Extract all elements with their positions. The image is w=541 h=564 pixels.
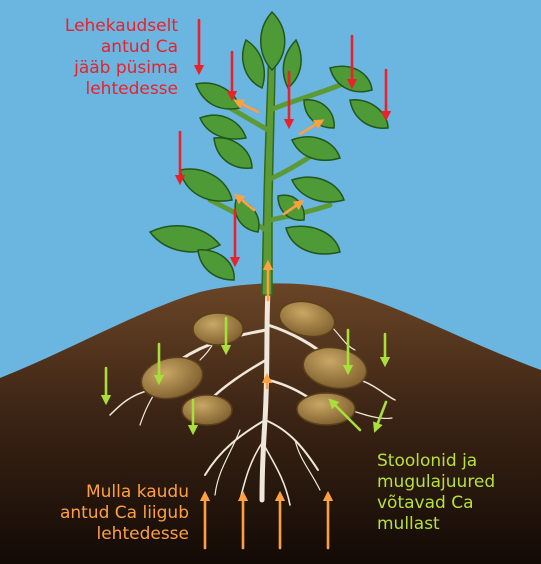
foliar-arrows — [174, 18, 392, 268]
plant-leaves — [148, 10, 389, 281]
leaf — [197, 249, 235, 281]
arrow-orange-icon — [233, 193, 256, 212]
tuber — [278, 300, 336, 338]
arrow-orange-icon — [233, 99, 260, 114]
leaf — [303, 99, 335, 129]
leaf — [148, 225, 222, 253]
tuber — [296, 392, 356, 426]
tubers — [140, 300, 368, 426]
arrow-orange-icon — [298, 119, 325, 136]
leaf — [199, 114, 247, 140]
stolon-uptake-arrows — [100, 316, 391, 436]
foliar-calcium-label: Lehekaudselt antud Ca jääb püsima lehted… — [64, 16, 178, 99]
leaf — [285, 225, 341, 255]
tuber — [140, 356, 204, 400]
stolon-calcium-label: Stoolonid ja mugulajuured võtavad Ca mul… — [377, 451, 496, 534]
soil-calcium-label: Mulla kaudu antud Ca liigub lehtedesse — [59, 482, 189, 544]
tuber — [192, 312, 244, 346]
leaf — [213, 137, 253, 169]
internal-transport-arrows — [233, 99, 325, 390]
leaf — [241, 38, 266, 90]
leaf — [290, 176, 345, 203]
leaf — [349, 99, 389, 129]
tuber — [302, 346, 368, 390]
arrow-green-icon — [373, 400, 388, 433]
leaf — [260, 10, 286, 72]
leaf — [290, 136, 341, 161]
tuber — [181, 394, 233, 426]
soil-mound — [0, 283, 541, 564]
arrow-orange-icon — [282, 200, 305, 216]
soil-uptake-arrows — [199, 490, 334, 550]
leaf — [179, 168, 233, 202]
arrow-green-icon — [328, 398, 362, 432]
